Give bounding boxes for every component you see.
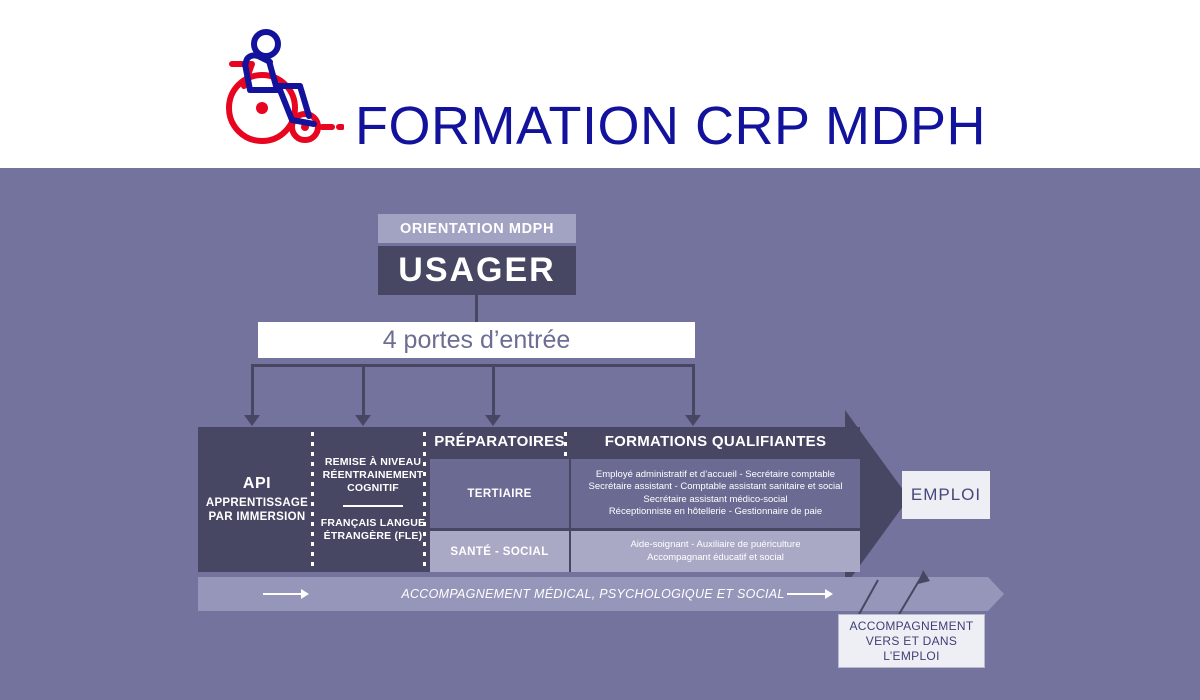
entry-connector-vertical-3 bbox=[492, 364, 495, 416]
remise-line-5: ÉTRANGÈRE (FLE) bbox=[323, 530, 423, 542]
accompaniment-emploi-box: ACCOMPAGNEMENT VERS ET DANS L’EMPLOI bbox=[838, 614, 985, 668]
remise-divider bbox=[343, 505, 403, 507]
sante-line-2: Accompagnant éducatif et social bbox=[647, 551, 784, 563]
usager-box: USAGER bbox=[378, 246, 576, 295]
separator-dotted-1 bbox=[311, 432, 314, 567]
usager-connector-stem bbox=[475, 295, 478, 323]
sante-line-1: Aide-soignant - Auxiliaire de puéricultu… bbox=[630, 539, 801, 550]
tertiaire-line-3: Secrétaire assistant médico-social bbox=[643, 493, 788, 505]
formation-flow-diagram: ORIENTATION MDPH USAGER 4 portes d’entré… bbox=[0, 168, 1200, 700]
row-content-sante-social: Aide-soignant - Auxiliaire de puéricultu… bbox=[571, 531, 860, 572]
api-subtitle: APPRENTISSAGE PAR IMMERSION bbox=[206, 496, 308, 524]
entry-arrow-4 bbox=[685, 415, 701, 426]
accompaniment-arrow-right bbox=[787, 589, 835, 599]
entry-connector-horizontal bbox=[251, 364, 695, 367]
entry-arrow-1 bbox=[244, 415, 260, 426]
wheelchair-accessibility-icon bbox=[214, 24, 345, 149]
accompaniment-emploi-line-1: ACCOMPAGNEMENT bbox=[849, 618, 974, 633]
entry-arrow-3 bbox=[485, 415, 501, 426]
portes-entree-box: 4 portes d’entrée bbox=[258, 322, 695, 358]
accompaniment-emploi-connectors bbox=[857, 570, 930, 617]
remise-line-3: COGNITIF bbox=[347, 482, 399, 494]
remise-line-1: REMISE À NIVEAU bbox=[324, 456, 422, 468]
column-remise-niveau: REMISE À NIVEAU RÉENTRAINEMENT COGNITIF … bbox=[318, 427, 428, 572]
row-label-tertiaire: TERTIAIRE bbox=[430, 459, 569, 528]
accompaniment-bar-tip bbox=[988, 577, 1004, 611]
tertiaire-line-1: Employé administratif et d’accueil - Sec… bbox=[595, 468, 836, 480]
entry-connector-vertical-1 bbox=[251, 364, 254, 416]
remise-line-2: RÉENTRAINEMENT bbox=[322, 469, 424, 481]
api-subtitle-line-2: PAR IMMERSION bbox=[208, 511, 306, 523]
column-api: API APPRENTISSAGE PAR IMMERSION bbox=[198, 427, 316, 572]
separator-dotted-2 bbox=[423, 432, 426, 567]
tertiaire-line-2: Secrétaire assistant - Comptable assista… bbox=[588, 481, 843, 492]
page-header: FORMATION CRP MDPH bbox=[0, 0, 1200, 168]
api-subtitle-line-1: APPRENTISSAGE bbox=[205, 497, 309, 509]
page-title: FORMATION CRP MDPH bbox=[355, 96, 987, 156]
header-preparatoires: PRÉPARATOIRES bbox=[434, 432, 565, 450]
orientation-mdph-box: ORIENTATION MDPH bbox=[378, 214, 576, 243]
entry-connector-vertical-4 bbox=[692, 364, 695, 416]
row-label-sante-social: SANTÉ - SOCIAL bbox=[430, 531, 569, 572]
accompaniment-arrow-left bbox=[263, 589, 311, 599]
api-title: API bbox=[242, 475, 272, 492]
remise-line-4: FRANÇAIS LANGUE bbox=[320, 517, 426, 529]
header-formations-qualifiantes: FORMATIONS QUALIFIANTES bbox=[604, 432, 827, 450]
entry-connector-vertical-2 bbox=[362, 364, 365, 416]
accompaniment-emploi-line-3: L’EMPLOI bbox=[883, 648, 940, 663]
row-content-tertiaire: Employé administratif et d’accueil - Sec… bbox=[571, 459, 860, 528]
accompaniment-emploi-line-2: VERS ET DANS bbox=[865, 633, 958, 648]
accompaniment-bar-label: ACCOMPAGNEMENT MÉDICAL, PSYCHOLOGIQUE ET… bbox=[401, 587, 785, 601]
entry-arrow-2 bbox=[355, 415, 371, 426]
accompaniment-bar bbox=[198, 577, 988, 611]
emploi-box: EMPLOI bbox=[902, 471, 990, 519]
tertiaire-line-4: Réceptionniste en hôtellerie - Gestionna… bbox=[608, 506, 823, 517]
